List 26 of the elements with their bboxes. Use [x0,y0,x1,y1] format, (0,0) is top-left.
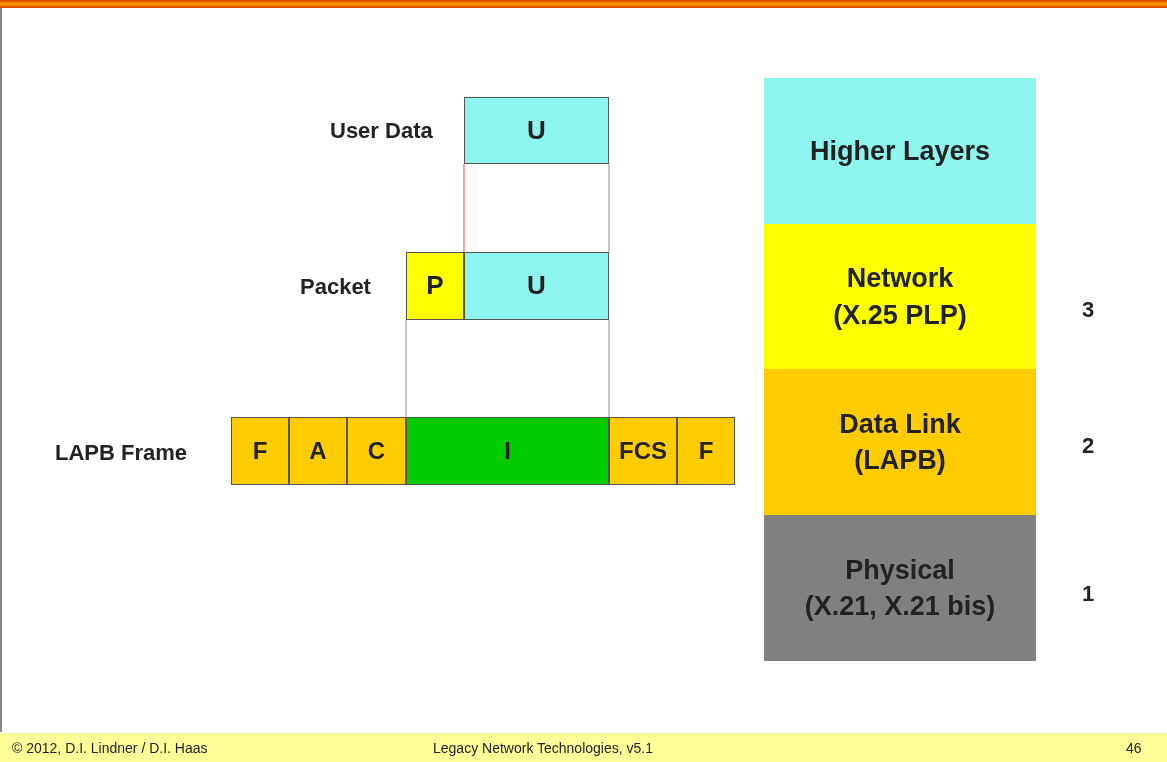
layer-box: Higher Layers [764,78,1036,224]
layer-number: 3 [1082,297,1095,323]
frame-field: F [677,417,735,485]
frame-field: A [289,417,347,485]
frame-field: FCS [609,417,677,485]
row-label: Packet [300,274,371,300]
layer-number: 2 [1082,433,1095,459]
packet-field: U [464,97,609,164]
guide-line [405,319,407,418]
row-label: LAPB Frame [55,440,188,466]
frame-field: F [231,417,289,485]
frame-field: C [347,417,406,485]
layer-box: Network (X.25 PLP) [764,224,1036,369]
guide-line [463,163,465,253]
row-label: User Data [330,118,433,144]
guide-line [608,163,610,253]
frame-field: I [406,417,609,485]
layer-box: Data Link (LAPB) [764,369,1036,515]
layer-number: 1 [1082,581,1095,607]
packet-field: U [464,252,609,320]
footer-text: © 2012, D.I. Lindner / D.I. Haas [12,740,208,756]
footer-text: Legacy Network Technologies, v5.1 [433,740,653,756]
packet-field: P [406,252,464,320]
layer-box: Physical (X.21, X.21 bis) [764,515,1036,661]
guide-line [608,319,610,418]
page-number: 46 [1126,740,1142,756]
